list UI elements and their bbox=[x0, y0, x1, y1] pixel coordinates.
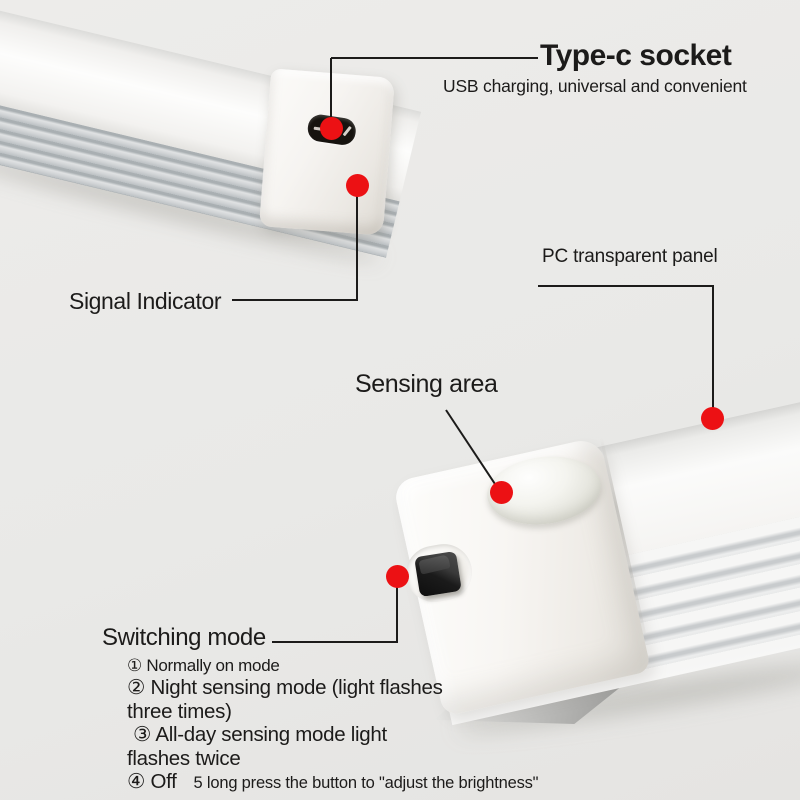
pc-panel-callout-line-horizontal bbox=[538, 285, 714, 287]
switching-mode-section: Switching mode ① Normally on mode ② Nigh… bbox=[102, 624, 539, 794]
mode-line-2b: three times) bbox=[127, 699, 232, 723]
switching-callout-line-vertical bbox=[396, 584, 398, 643]
mode-line-1: ① Normally on mode bbox=[127, 656, 280, 675]
signal-marker-dot-icon bbox=[346, 174, 369, 197]
mode-line-4-row: ④ Off 5 long press the button to "adjust… bbox=[127, 770, 539, 794]
signal-callout-line-vertical bbox=[356, 186, 358, 301]
mode-line-3: ③ All-day sensing mode light bbox=[133, 723, 387, 746]
typec-title: Type-c socket bbox=[540, 39, 732, 72]
mode-list: ① Normally on mode ② Night sensing mode … bbox=[127, 655, 539, 794]
light-bar-top-end-cap bbox=[258, 68, 396, 236]
pc-transparent-panel-label: PC transparent panel bbox=[542, 246, 718, 267]
mode-line-3b: flashes twice bbox=[127, 746, 241, 770]
typec-marker-dot-icon bbox=[320, 117, 343, 140]
pc-panel-marker-dot-icon bbox=[701, 407, 724, 430]
switching-callout-line-horizontal bbox=[272, 641, 398, 643]
signal-callout-line-horizontal bbox=[232, 299, 358, 301]
pc-panel-callout-line-vertical bbox=[712, 286, 714, 414]
mode-line-4: ④ Off bbox=[127, 770, 177, 793]
typec-subtitle: USB charging, universal and convenient bbox=[443, 76, 747, 96]
mode-line-2: ② Night sensing mode (light flashes bbox=[127, 676, 443, 699]
switching-mode-label: Switching mode bbox=[102, 624, 266, 651]
switching-marker-dot-icon bbox=[386, 565, 409, 588]
sensing-marker-dot-icon bbox=[490, 481, 513, 504]
typec-callout-line-horizontal bbox=[331, 57, 538, 59]
brightness-note: 5 long press the button to "adjust the b… bbox=[193, 774, 539, 792]
sensing-area-label: Sensing area bbox=[355, 370, 498, 398]
mode-switch-button bbox=[414, 550, 462, 598]
typec-callout-line-vertical bbox=[330, 58, 332, 124]
signal-indicator-label: Signal Indicator bbox=[69, 288, 222, 314]
